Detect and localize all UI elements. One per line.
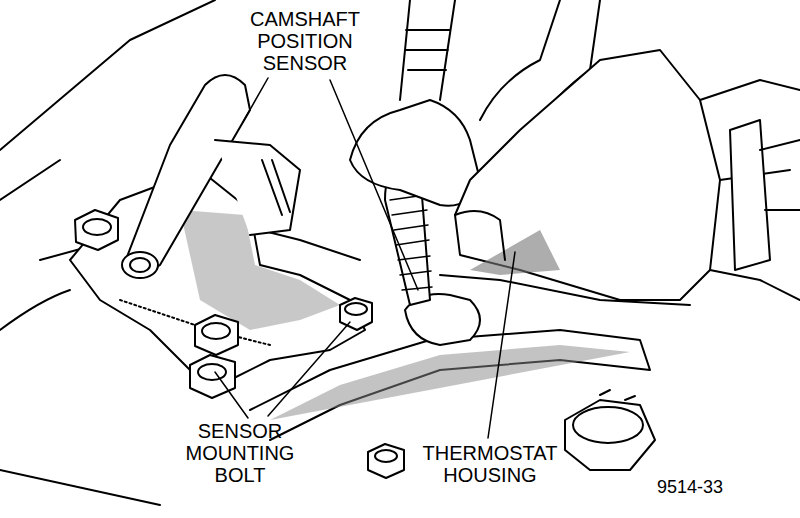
part-label: CAMSHAFT POSITION SENSOR — [230, 8, 380, 74]
figure-number: 9514-33 — [640, 476, 740, 498]
part-label: SENSOR MOUNTING BOLT — [175, 420, 305, 486]
part-label: THERMOSTAT HOUSING — [405, 442, 575, 486]
